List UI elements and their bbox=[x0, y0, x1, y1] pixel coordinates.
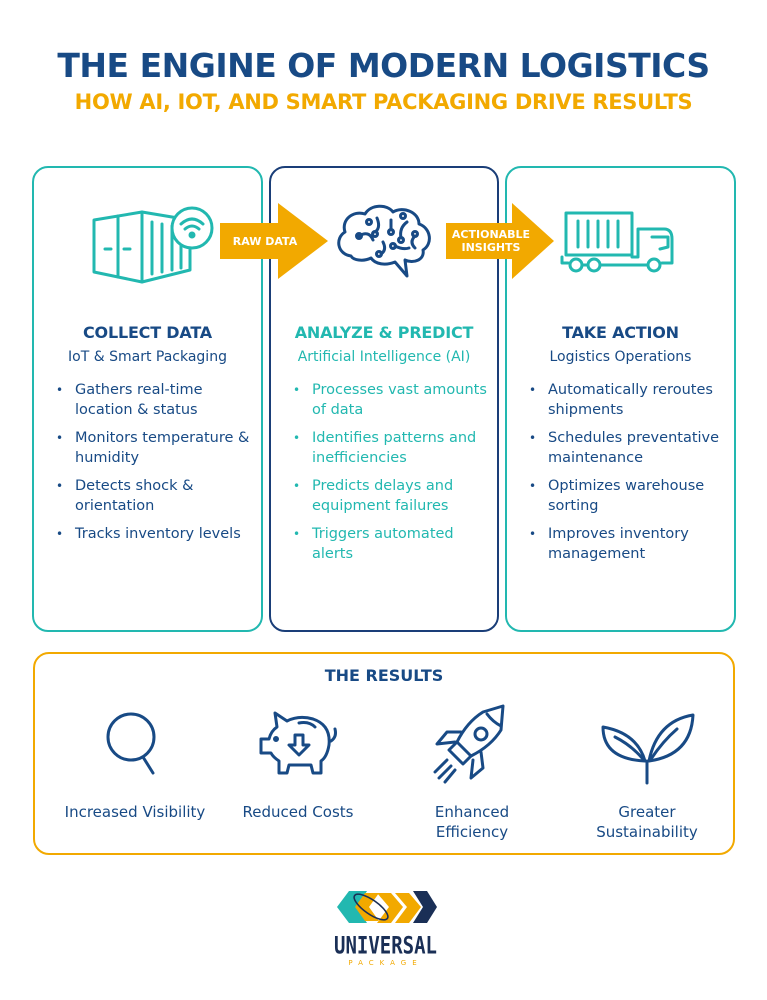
circuit-brain-icon bbox=[337, 204, 431, 278]
result-label: Greater Sustainability bbox=[596, 803, 698, 841]
stage-bullet-list: •Processes vast amounts of data •Identif… bbox=[291, 380, 489, 572]
result-item-costs: Reduced Costs bbox=[223, 694, 373, 844]
logo-tagline: PACKAGE bbox=[348, 959, 423, 967]
page-title: THE ENGINE OF MODERN LOGISTICS bbox=[57, 46, 710, 85]
magnifier-icon bbox=[106, 712, 156, 775]
list-item: •Detects shock & orientation bbox=[56, 478, 194, 514]
stage-bullet-list: •Gathers real-time location & status •Mo… bbox=[54, 380, 253, 552]
list-item: •Optimizes warehouse sorting bbox=[529, 478, 705, 514]
stage-title: TAKE ACTION bbox=[562, 323, 679, 342]
chevron-mark-icon bbox=[337, 891, 437, 923]
list-item: •Triggers automated alerts bbox=[293, 526, 454, 562]
bullet-dot-icon: • bbox=[529, 479, 537, 493]
arrow-label: RAW DATA bbox=[232, 234, 298, 248]
bullet-dot-icon: • bbox=[293, 431, 301, 445]
result-item-sustainability: Greater Sustainability bbox=[572, 694, 722, 844]
results-title: THE RESULTS bbox=[324, 666, 444, 685]
results-panel: THE RESULTS Increased Visibility Reduced… bbox=[33, 652, 735, 855]
bullet-dot-icon: • bbox=[56, 383, 64, 397]
bullet-dot-icon: • bbox=[529, 431, 537, 445]
container-truck-icon bbox=[560, 211, 673, 273]
stage-card-take-action: TAKE ACTION Logistics Operations •Automa… bbox=[505, 166, 736, 632]
result-item-visibility: Increased Visibility bbox=[60, 694, 210, 844]
bullet-dot-icon: • bbox=[293, 527, 301, 541]
result-item-efficiency: Enhanced Efficiency bbox=[397, 694, 547, 844]
result-label: Enhanced Efficiency bbox=[434, 803, 510, 841]
shipping-container-wifi-icon bbox=[92, 206, 214, 284]
list-item: •Schedules preventative maintenance bbox=[529, 430, 720, 466]
bullet-dot-icon: • bbox=[293, 383, 301, 397]
bullet-dot-icon: • bbox=[529, 527, 537, 541]
stage-bullet-list: •Automatically reroutes shipments •Sched… bbox=[527, 380, 726, 572]
result-label: Increased Visibility bbox=[64, 803, 206, 821]
piggy-bank-icon bbox=[259, 711, 337, 775]
leaves-icon bbox=[601, 713, 695, 785]
list-item: •Gathers real-time location & status bbox=[56, 382, 203, 418]
arrow-label: ACTIONABLE INSIGHTS bbox=[451, 228, 531, 254]
rocket-icon bbox=[433, 704, 505, 784]
stage-title: COLLECT DATA bbox=[83, 323, 212, 342]
list-item: •Automatically reroutes shipments bbox=[529, 382, 713, 418]
bullet-dot-icon: • bbox=[529, 383, 537, 397]
bullet-dot-icon: • bbox=[56, 527, 64, 541]
logo-wordmark: UNIVERSAL bbox=[334, 932, 437, 960]
arrow-shape-icon bbox=[446, 203, 554, 279]
list-item: •Processes vast amounts of data bbox=[293, 382, 487, 418]
flow-arrow-actionable-insights: ACTIONABLE INSIGHTS bbox=[446, 203, 556, 279]
flow-arrow-raw-data: RAW DATA bbox=[220, 203, 330, 279]
stage-title: ANALYZE & PREDICT bbox=[294, 323, 474, 342]
list-item: •Identifies patterns and inefficiencies bbox=[293, 430, 477, 466]
bullet-dot-icon: • bbox=[56, 431, 64, 445]
bullet-dot-icon: • bbox=[56, 479, 64, 493]
list-item: •Predicts delays and equipment failures bbox=[293, 478, 454, 514]
arrow-shape-icon bbox=[220, 203, 328, 279]
stage-subtitle: Logistics Operations bbox=[549, 349, 692, 365]
bullet-dot-icon: • bbox=[293, 479, 301, 493]
page-subtitle: HOW AI, IOT, AND SMART PACKAGING DRIVE R… bbox=[74, 90, 693, 114]
stage-subtitle: IoT & Smart Packaging bbox=[68, 349, 227, 365]
list-item: •Monitors temperature & humidity bbox=[56, 430, 250, 466]
stage-subtitle: Artificial Intelligence (AI) bbox=[297, 349, 471, 365]
list-item: •Improves inventory management bbox=[529, 526, 689, 562]
result-label: Reduced Costs bbox=[242, 803, 354, 821]
list-item: •Tracks inventory levels bbox=[56, 526, 241, 542]
company-logo: UNIVERSAL PACKAGE bbox=[333, 885, 438, 973]
